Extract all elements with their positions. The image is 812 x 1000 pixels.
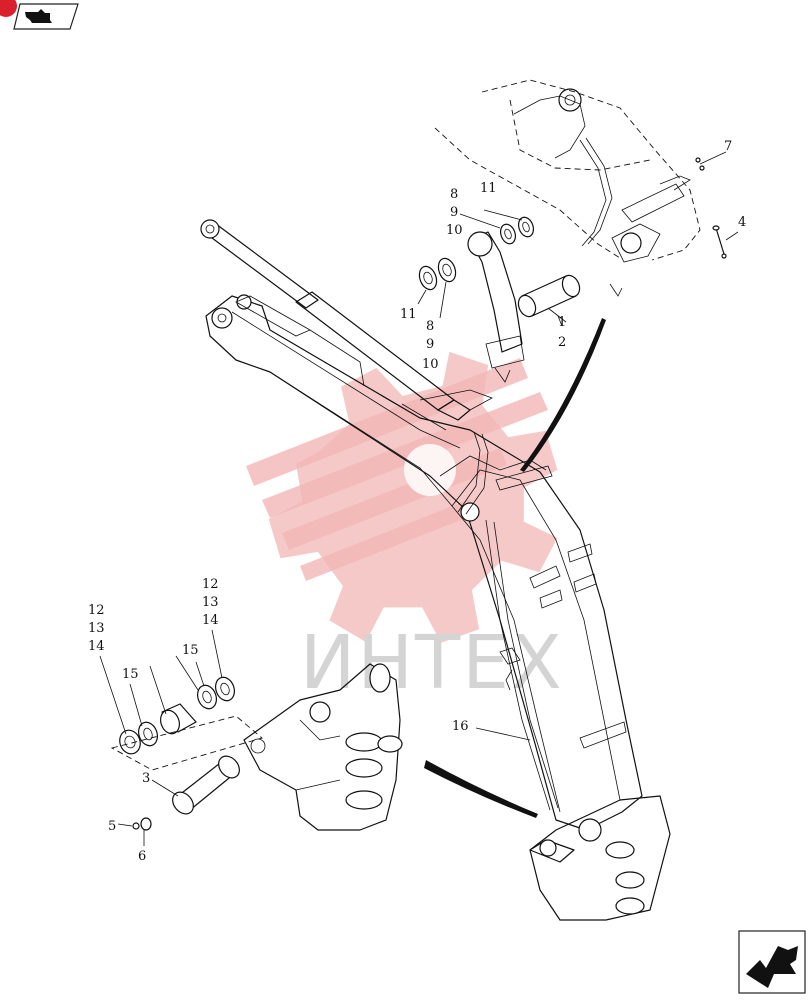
part-pin-3 <box>151 738 266 815</box>
callout-12-right: 12 <box>202 577 219 592</box>
callout-8-left: 8 <box>426 319 434 334</box>
callout-13-left: 13 <box>88 621 105 636</box>
part-pin-1-2 <box>517 274 581 323</box>
callout-15-right: 15 <box>182 643 199 658</box>
part-bolt-4 <box>712 225 739 259</box>
callout-14-left: 14 <box>88 639 105 654</box>
return-button[interactable] <box>738 930 806 994</box>
washers-lower <box>110 676 263 771</box>
parts-5-6 <box>117 817 152 846</box>
callout-10-upper: 10 <box>446 223 463 238</box>
arm-cylinder <box>200 219 525 421</box>
arm-upper-context <box>434 79 701 297</box>
watermark-text: ИНТЕХ <box>300 620 564 706</box>
callout-14-right: 14 <box>202 613 219 628</box>
washers-upper-left <box>417 257 457 319</box>
top-nav-button[interactable] <box>0 0 80 32</box>
washers-upper-right <box>459 209 535 245</box>
hydraulic-lines <box>457 431 559 811</box>
callout-12-left: 12 <box>88 603 105 618</box>
swing-bracket <box>243 663 403 831</box>
callout-13-right: 13 <box>202 595 219 610</box>
part-7 <box>695 151 727 171</box>
callout-10-left: 10 <box>422 357 439 372</box>
next-page-hand-icon <box>0 0 79 30</box>
callout-7: 7 <box>724 139 732 154</box>
callout-1: 1 <box>558 315 566 330</box>
boom-foot-bracket <box>529 795 671 921</box>
callout-11-left: 11 <box>400 307 417 322</box>
callout-3: 3 <box>142 771 150 786</box>
callout-labels: 1 2 3 4 5 6 7 8 9 10 11 11 8 9 10 12 13 … <box>88 139 746 864</box>
callout-15-left: 15 <box>122 667 139 682</box>
return-arrow-icon <box>738 930 806 994</box>
status-badge <box>0 0 17 17</box>
direction-arrow-lower <box>424 760 538 818</box>
callout-8-upper: 8 <box>450 187 458 202</box>
direction-arrow-upper <box>520 318 606 472</box>
callout-5: 5 <box>108 819 116 834</box>
boom-assembly <box>205 294 643 842</box>
callout-9-upper: 9 <box>450 205 458 220</box>
callout-6: 6 <box>138 849 146 864</box>
callout-9-left: 9 <box>426 337 434 352</box>
watermark-logo: ИНТЕХ <box>246 351 564 706</box>
callout-11-upper: 11 <box>480 181 497 196</box>
callout-4: 4 <box>738 215 746 230</box>
callout-2: 2 <box>558 335 566 350</box>
callout-16: 16 <box>452 719 469 734</box>
leader-lines <box>99 315 563 741</box>
